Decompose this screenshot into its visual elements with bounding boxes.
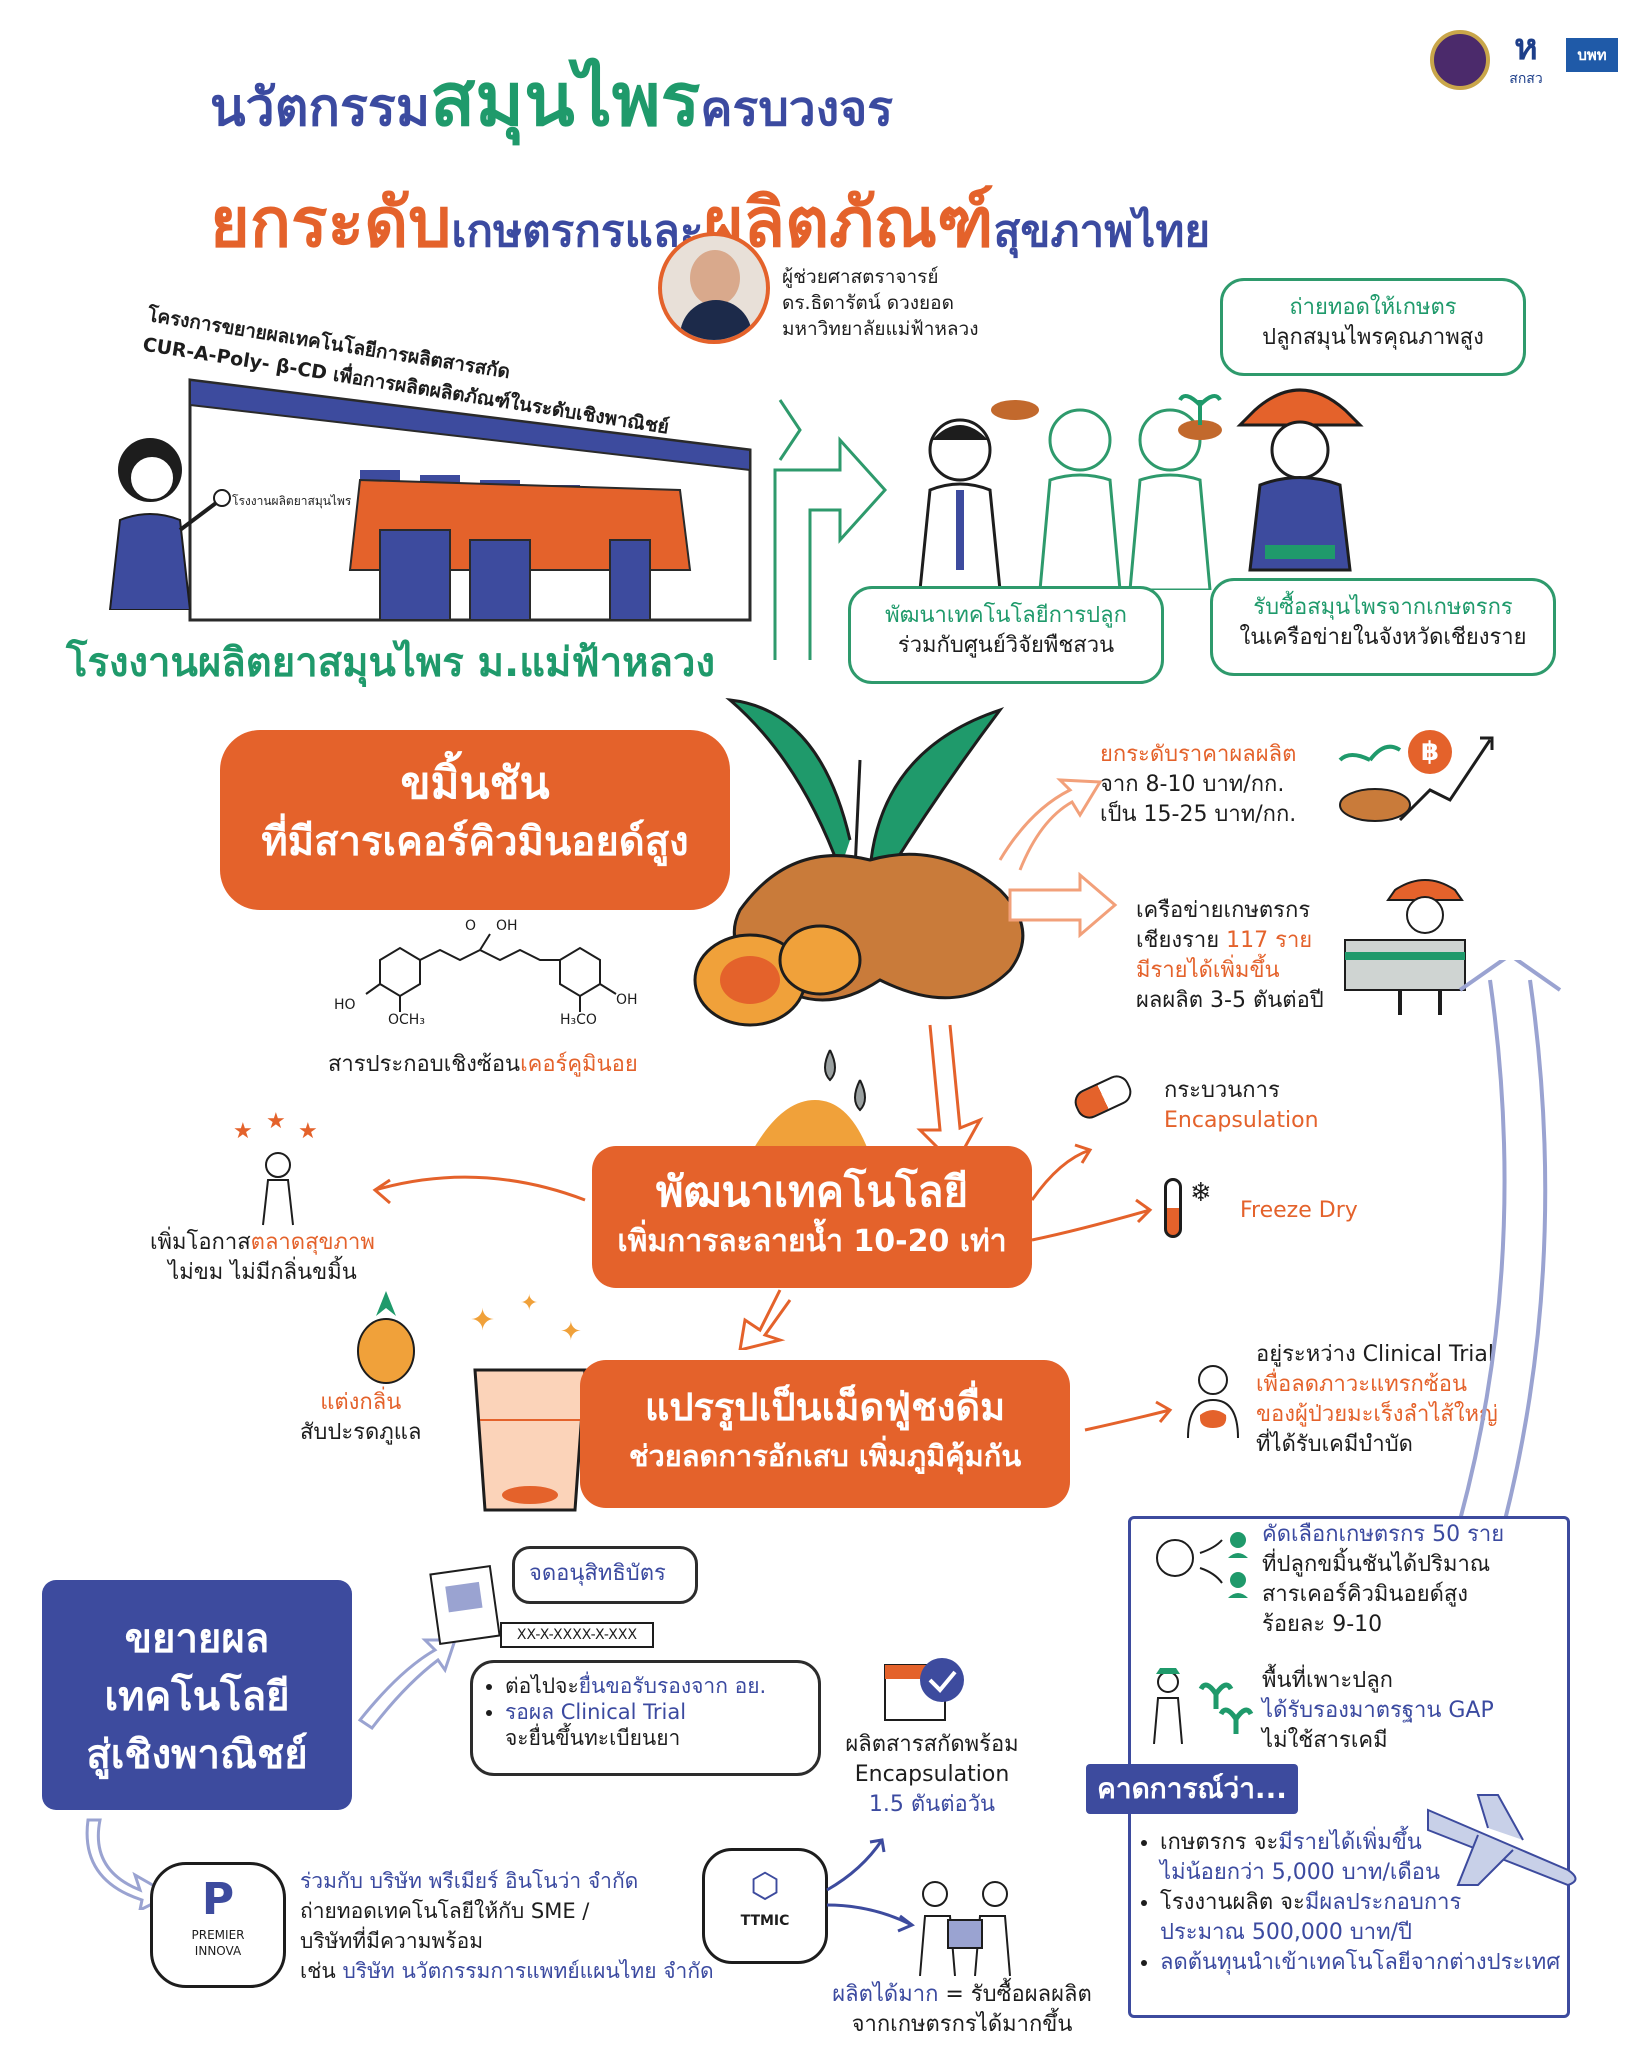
next-steps-bubble: ต่อไปจะยื่นขอรับรองจาก อย. รอผล Clinical… [470, 1660, 821, 1776]
tech-box: พัฒนาเทคโนโลยี เพิ่มการละลายน้ำ 10-20 เท… [592, 1146, 1032, 1288]
arrows-turmeric-outcomes [998, 778, 1118, 939]
patient-intestine-icon [1187, 1365, 1239, 1439]
turmeric-powder-illustration [750, 1049, 870, 1155]
bubble-transfer: ถ่ายทอดให้เกษตร ปลูกสมุนไพรคุณภาพสูง [1220, 278, 1526, 376]
flow-arrow-factory-to-people [773, 399, 888, 660]
tablet-box: แปรรูปเป็นเม็ดฟู่ชงดื่ม ช่วยลดการอักเสบ … [580, 1360, 1070, 1508]
chem-ho: HO [334, 997, 356, 1013]
effervescent-glass-illustration: ✦ ✦ ✦ [470, 1291, 587, 1512]
price-up-graph-icon [1338, 736, 1494, 822]
chem-oh-top: OH [496, 918, 518, 934]
more-production-info: ผลิตได้มาก = รับซื้อผลผลิต จากเกษตรกรได้… [832, 1982, 1092, 2037]
title-word-complete: ครบวงจร [700, 81, 894, 137]
ttmic-logo: ⬡ TTMIC [702, 1848, 828, 1964]
farmer-seedlings-icon [1153, 1668, 1254, 1744]
production-info: ผลิตสารสกัดพร้อม Encapsulation 1.5 ตันต่… [845, 1732, 1019, 1817]
factory-illustration [188, 378, 752, 622]
stars-person-icon: ★ ★ ★ [233, 1110, 318, 1226]
chem-och3: OCH₃ [388, 1012, 425, 1028]
return-arrow [1458, 960, 1562, 1520]
turmeric-title-box: ขมิ้นชัน ที่มีสารเคอร์คิวมินอยด์สูง [220, 730, 730, 910]
logo-pmu: บพท [1566, 38, 1618, 72]
svg-text:★: ★ [298, 1119, 318, 1144]
market-info: เพิ่มโอกาสตลาดสุขภาพ ไม่ขม ไม่มีกลิ่นขมิ… [150, 1230, 375, 1285]
handover-box-icon [919, 1881, 1011, 1976]
airplane-icon [1427, 1794, 1577, 1887]
select-farmers-info: คัดเลือกเกษตรกร 50 ราย ที่ปลูกขมิ้นชันได… [1262, 1522, 1505, 1637]
select-farmers-icon [1156, 1532, 1248, 1598]
clinical-info: อยู่ระหว่าง Clinical Trial เพื่อลดภาวะแท… [1256, 1342, 1498, 1457]
commercial-box: ขยายผล เทคโนโลยี สู่เชิงพาณิชย์ [42, 1580, 352, 1810]
compound-label: สารประกอบเชิงซ้อนเคอร์คูมินอย [328, 1052, 638, 1077]
pineapple-icon [357, 1291, 415, 1384]
expect-label: คาดการณ์ว่า... [1086, 1764, 1298, 1814]
commercial-arrows [85, 1638, 458, 1910]
title-word-elevate: ยกระดับ [210, 184, 452, 263]
presenter-woman-illustration [108, 438, 231, 610]
page-title: นวัตกรรมสมุนไพรครบวงจร ยกระดับเกษตรกรและ… [210, 40, 1410, 276]
factory-name: โรงงานผลิตยาสมุนไพร ม.แม่ฟ้าหลวง [66, 640, 716, 686]
turmeric-plant-illustration [693, 697, 1025, 1027]
svg-text:✦: ✦ [560, 1317, 582, 1347]
calendar-check-icon [884, 1658, 964, 1721]
patent-number: XX-X-XXXX-X-XXX [500, 1622, 654, 1648]
researcher-avatar [658, 232, 770, 344]
svg-text:✦: ✦ [520, 1291, 538, 1316]
freeze-dry-label: Freeze Dry [1240, 1198, 1358, 1223]
arrow-to-clinical [1084, 1400, 1173, 1432]
baht-coin-icon: ฿ [1408, 730, 1452, 774]
encapsulation-info: กระบวนการ Encapsulation [1164, 1078, 1319, 1133]
patent-document-icon [429, 1565, 501, 1645]
logo-university [1430, 30, 1490, 90]
snowflake-icon: ❄ [1190, 1178, 1212, 1208]
building-sign: โรงงานผลิตยาสมุนไพร [232, 494, 352, 508]
chem-h3co: H₃CO [560, 1012, 597, 1028]
title-word-farmers: เกษตรกรและ [451, 206, 704, 257]
researcher-info: ผู้ช่วยศาสตราจารย์ ดร.ธิดารัตน์ ดวงยอด ม… [782, 266, 979, 340]
svg-text:★: ★ [233, 1119, 253, 1144]
svg-text:★: ★ [266, 1110, 286, 1134]
thermometer-icon [1164, 1178, 1182, 1238]
researchers-farmer-illustration [918, 388, 1364, 590]
title-word-herb: สมุนไพร [430, 57, 701, 143]
gap-info: พื้นที่เพาะปลูก ได้รับรองมาตรฐาน GAP ไม่… [1262, 1668, 1494, 1753]
chem-oh-right: OH [616, 992, 638, 1008]
title-word-thai-health: สุขภาพไทย [993, 206, 1211, 257]
flavor-info: แต่งกลิ่น สับปะรดภูแล [300, 1390, 422, 1445]
ttmic-arrows [826, 1838, 915, 1933]
tech-arrows [372, 1143, 1153, 1350]
partner-info: ร่วมกับ บริษัท พรีเมียร์ อินโนว่า จำกัด … [300, 1869, 714, 1983]
svg-text:✦: ✦ [470, 1303, 495, 1338]
bubble-develop: พัฒนาเทคโนโลยีการปลูก ร่วมกับศูนย์วิจัยพ… [848, 586, 1164, 684]
farmer-money-illustration [1344, 879, 1466, 1015]
logo-tsri: ห สกสว [1509, 27, 1543, 88]
premier-innova-logo: P PREMIER INNOVA [150, 1862, 286, 1988]
price-info: ยกระดับราคาผลผลิต จาก 8-10 บาท/กก. เป็น … [1100, 742, 1297, 827]
bubble-buy: รับซื้อสมุนไพรจากเกษตรกร ในเครือข่ายในจั… [1210, 578, 1556, 676]
curcumin-structure [365, 933, 617, 1012]
chem-o: O [465, 918, 477, 934]
expectations-list: เกษตรกร จะมีรายได้เพิ่มขึ้น ไม่น้อยกว่า … [1138, 1828, 1580, 1978]
network-info: เครือข่ายเกษตรกร เชียงราย 117 ราย มีรายไ… [1136, 898, 1324, 1013]
title-word-innovation: นวัตกรรม [210, 78, 431, 138]
patent-bubble: จดอนุสิทธิบัตร [512, 1546, 698, 1604]
